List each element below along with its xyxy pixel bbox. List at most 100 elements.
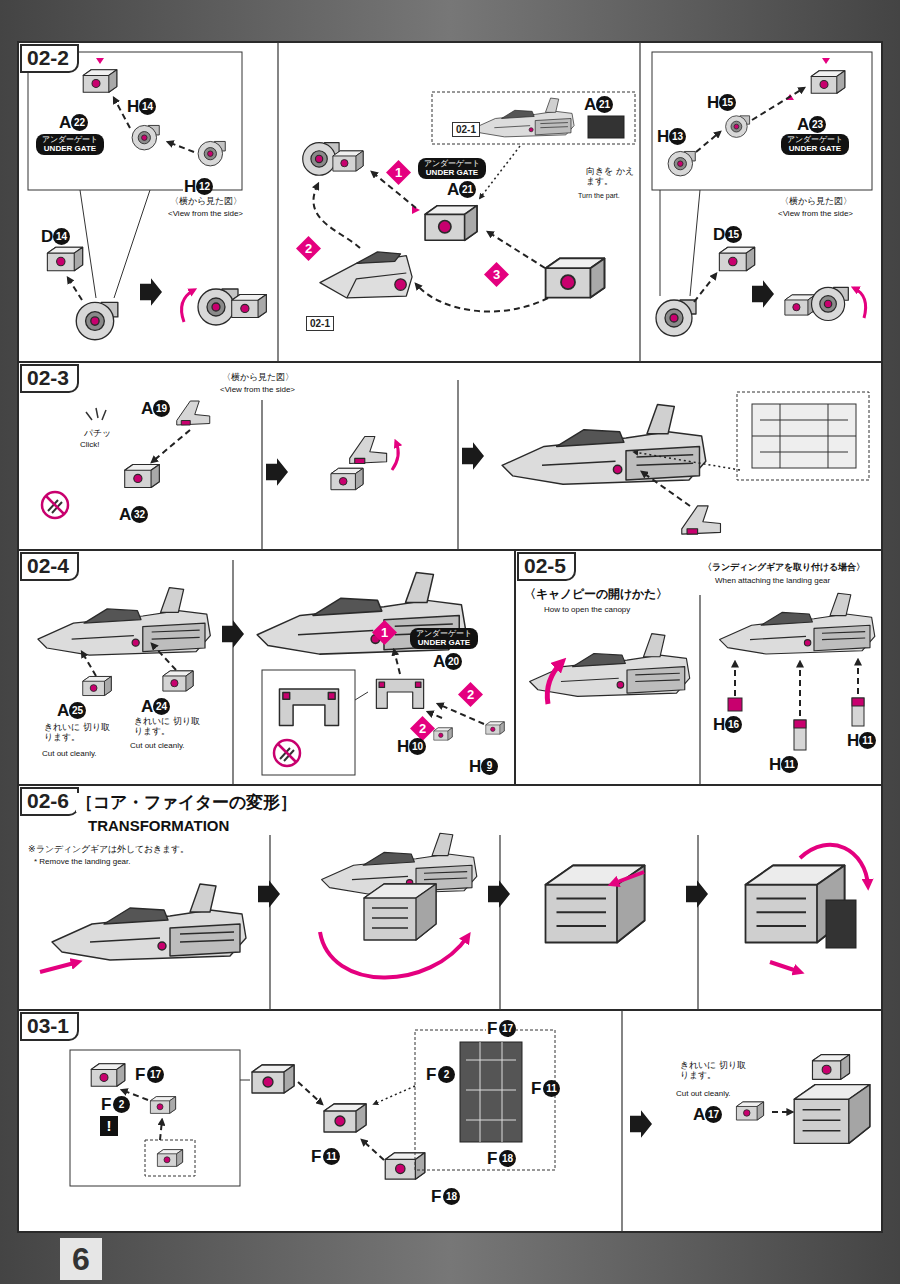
- part-number: 11: [543, 1080, 560, 1097]
- part-drawing: [826, 900, 856, 948]
- part-drawing: [38, 572, 504, 775]
- node-text: 1: [372, 620, 397, 645]
- part-drawing: [720, 593, 875, 654]
- part-drawing: [502, 404, 706, 484]
- part-drawing: [76, 302, 118, 339]
- part-drawing: [530, 634, 690, 697]
- part-drawing: [736, 1102, 763, 1120]
- part-number: 21: [459, 181, 476, 198]
- node-text: アンダーゲート: [42, 135, 98, 144]
- panel-frame: [515, 550, 882, 785]
- dashed-arrow: [857, 660, 859, 694]
- motion-arrow: [40, 962, 78, 972]
- section-title-en: TRANSFORMATION: [88, 818, 229, 835]
- part-number: 15: [719, 94, 736, 111]
- step-tab: 02-5: [517, 552, 576, 581]
- panel-frame: [18, 550, 515, 785]
- part-number: 16: [725, 716, 742, 733]
- part-drawing: [70, 1030, 870, 1186]
- part-drawing: [42, 392, 869, 534]
- part-drawing: [530, 593, 875, 750]
- dashed-arrow: [734, 662, 736, 696]
- part-number: 23: [809, 116, 826, 133]
- note-text-en: * Remove the landing gear.: [34, 858, 131, 867]
- node-text: 02-4: [27, 554, 69, 578]
- part-letter: F: [486, 1150, 498, 1167]
- part-number: 17: [147, 1066, 164, 1083]
- part-drawing: [125, 464, 160, 487]
- note-text-en: Click!: [80, 441, 100, 450]
- panel-divider: [499, 835, 500, 1010]
- note-text-en: Cut out cleanly.: [130, 742, 185, 751]
- part-number: 20: [445, 653, 462, 670]
- under-gate-badge: アンダーゲートUNDER GATE: [418, 158, 486, 179]
- dashed-arrow: [416, 284, 548, 312]
- caution-mark: !: [100, 1116, 118, 1136]
- part-number: 11: [323, 1148, 340, 1165]
- part-drawing: [852, 698, 864, 706]
- step-diamond: 2: [410, 716, 435, 741]
- part-drawing: [132, 125, 159, 149]
- note-text-en: <View from the side>: [168, 210, 243, 219]
- part-number: 2: [113, 1096, 130, 1113]
- dotted-arrow: [480, 146, 520, 198]
- panel-frame: [18, 42, 882, 362]
- part-drawing: [852, 698, 864, 726]
- diamond-shape: [410, 716, 435, 741]
- dashed-arrow: [428, 712, 442, 718]
- part-number: 10: [409, 738, 426, 755]
- node-text: 02-1: [310, 317, 330, 330]
- part-drawing: [462, 442, 484, 470]
- step-diamond: 1: [372, 620, 397, 645]
- part-drawing: [145, 1140, 195, 1176]
- note-text: 向きを かえます。: [586, 166, 634, 186]
- part-drawing: [262, 670, 355, 775]
- panel-divider: [699, 595, 700, 785]
- part-drawing: [83, 70, 117, 92]
- note-text-en: <View from the side>: [220, 386, 295, 395]
- dashed-arrow: [799, 662, 801, 716]
- node-text: 2: [296, 236, 321, 261]
- part-number: 18: [443, 1188, 460, 1205]
- node-text: 1: [386, 160, 411, 185]
- dashed-arrow: [313, 184, 360, 248]
- dashed-arrow: [438, 704, 484, 724]
- part-number: 25: [69, 702, 86, 719]
- dashed-arrow: [696, 132, 720, 152]
- step-tab: 02-2: [20, 44, 79, 73]
- diamond-shape: [458, 682, 483, 707]
- part-drawing: [812, 287, 849, 320]
- motion-arrow: [547, 662, 562, 704]
- node-text: アンダーゲート: [424, 159, 480, 168]
- dashed-arrow: [152, 430, 190, 462]
- note-text: パチッ: [84, 428, 111, 438]
- part-drawing: [794, 720, 806, 728]
- part-drawing: [822, 58, 830, 64]
- under-gate-badge: アンダーゲートUNDER GATE: [781, 134, 849, 155]
- part-number: 21: [596, 96, 613, 113]
- note-text: 〈横から見た図〉: [222, 372, 294, 382]
- part-drawing: [415, 1030, 555, 1170]
- part-drawing: [434, 728, 452, 740]
- part-drawing: [150, 1097, 175, 1114]
- part-number: 22: [71, 114, 88, 131]
- note-text-en: Cut out cleanly.: [42, 750, 97, 759]
- dashed-arrow: [735, 660, 858, 716]
- part-drawing: [728, 698, 742, 711]
- part-letter: F: [530, 1080, 542, 1097]
- part-drawing: [376, 679, 423, 708]
- reference-tab: 02-1: [452, 122, 480, 137]
- part-drawing: [324, 1104, 366, 1132]
- dashed-arrow: [168, 142, 194, 152]
- part-drawing: [222, 620, 244, 648]
- node-text: 02-2: [27, 46, 69, 70]
- part-drawing: [385, 1153, 425, 1179]
- dotted-arrow: [374, 1086, 415, 1104]
- node-text: 02-3: [27, 366, 69, 390]
- node-text: UNDER GATE: [787, 144, 843, 153]
- panel-divider: [457, 380, 458, 550]
- part-number: 9: [481, 758, 498, 775]
- part-number: 11: [781, 756, 798, 773]
